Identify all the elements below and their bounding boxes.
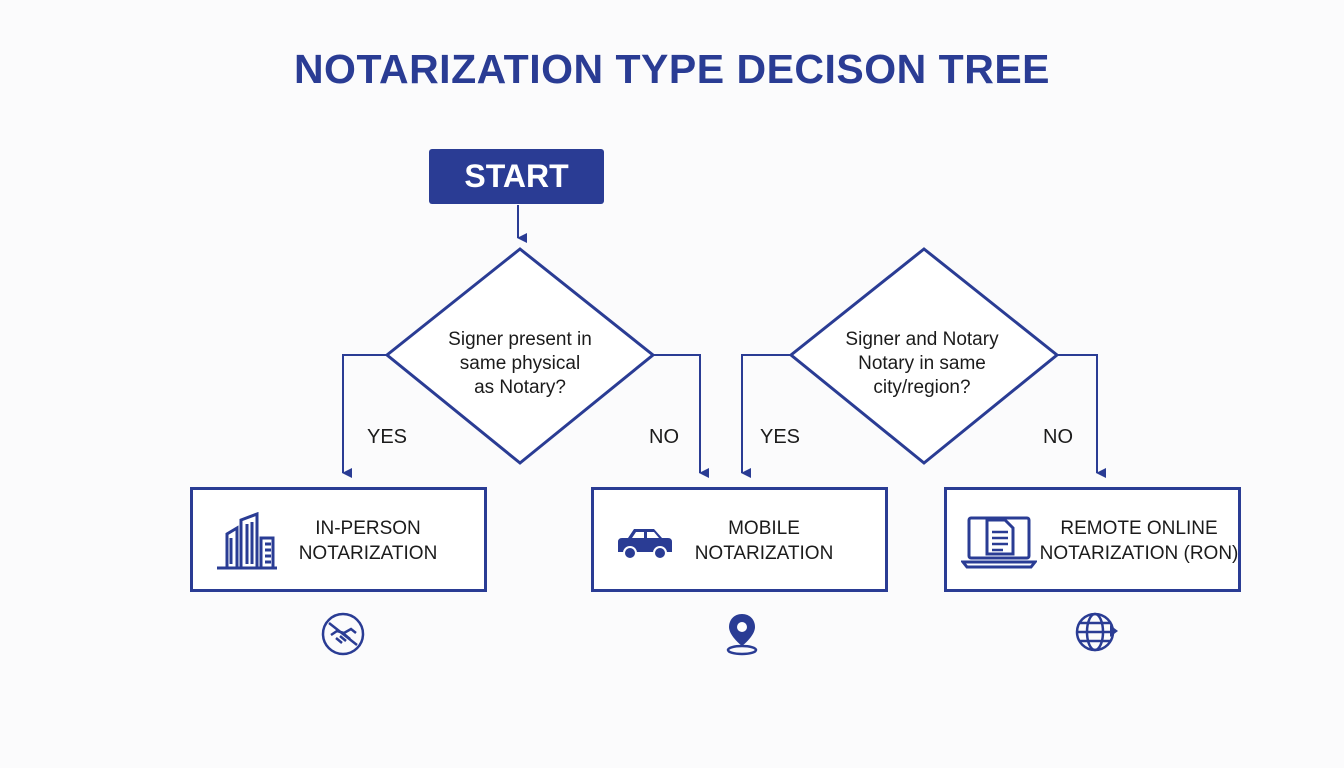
- outcome-mobile-label: MOBILE NOTARIZATION: [674, 516, 854, 566]
- arrow-decision-1-no: [653, 354, 709, 478]
- decision-2-question: Signer and Notary Notary in same city/re…: [822, 328, 1022, 400]
- building-icon: [217, 512, 277, 570]
- location-pin-icon: [726, 614, 758, 656]
- handshake-icon: [321, 612, 365, 656]
- outcome-remote-online: REMOTE ONLINE NOTARIZATION (RON): [944, 487, 1241, 592]
- decision-1-line-1: Signer present in: [448, 329, 592, 350]
- outcome-in-person-line-1: IN-PERSON: [315, 518, 421, 539]
- decision-2-line-1: Signer and Notary: [845, 329, 999, 350]
- page-title: NOTARIZATION TYPE DECISON TREE: [293, 46, 1051, 92]
- car-icon: [618, 529, 672, 560]
- outcome-remote-online-label: REMOTE ONLINE NOTARIZATION (RON): [1039, 516, 1239, 566]
- decision-1-line-2: same physical: [459, 353, 581, 374]
- decision-2-no-label: NO: [1043, 426, 1073, 448]
- arrow-decision-1-yes: [342, 354, 387, 478]
- outcome-mobile-line-2: NOTARIZATION: [694, 543, 834, 564]
- outcome-remote-online-line-2: NOTARIZATION (RON): [1039, 543, 1239, 564]
- outcome-in-person-line-2: NOTARIZATION: [298, 543, 438, 564]
- outcome-remote-online-line-1: REMOTE ONLINE: [1060, 518, 1218, 539]
- decision-2-diamond: [788, 247, 1060, 465]
- globe-icon: [1075, 612, 1118, 652]
- decision-1-diamond: [384, 247, 656, 465]
- laptop-document-icon: [961, 516, 1037, 569]
- decision-2-line-2: Notary in same: [858, 353, 986, 374]
- decision-1-line-3: as Notary?: [474, 377, 566, 398]
- decision-1-yes-label: YES: [367, 426, 408, 448]
- arrow-decision-2-yes: [741, 354, 791, 478]
- decision-1-question: Signer present in same physical as Notar…: [420, 328, 620, 400]
- outcome-in-person: IN-PERSON NOTARIZATION: [190, 487, 487, 592]
- outcome-mobile: MOBILE NOTARIZATION: [591, 487, 888, 592]
- outcome-in-person-label: IN-PERSON NOTARIZATION: [278, 516, 458, 566]
- decision-2-yes-label: YES: [760, 426, 801, 448]
- start-node: START: [429, 149, 604, 204]
- outcome-mobile-line-1: MOBILE: [728, 518, 800, 539]
- decision-1-no-label: NO: [649, 426, 679, 448]
- decision-2-line-3: city/region?: [873, 377, 971, 398]
- arrow-decision-2-no: [1057, 354, 1106, 478]
